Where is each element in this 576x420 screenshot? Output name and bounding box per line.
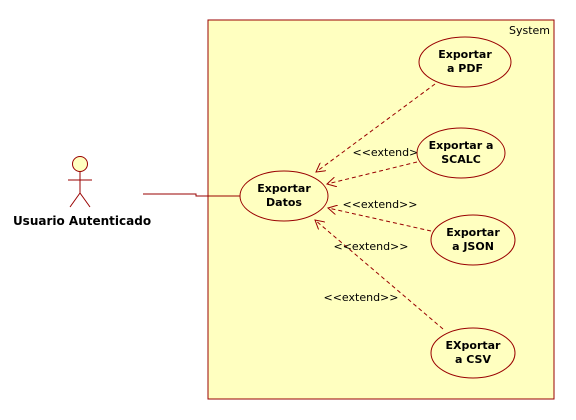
use-case-exportar-scalc[interactable]: Exportar a SCALC — [416, 127, 506, 179]
extend-label-csv-2: <<extend>> — [324, 291, 399, 304]
use-case-ellipse — [239, 170, 329, 222]
extend-arrow-json — [328, 208, 432, 232]
use-case-label-line2: SCALC — [441, 153, 481, 166]
use-case-label-line2: Datos — [266, 196, 302, 209]
actor-head — [72, 156, 88, 172]
extend-label-json: <<extend>> — [343, 198, 418, 211]
use-case-exportar-datos[interactable]: Exportar Datos — [239, 170, 329, 222]
use-case-label-line2: a CSV — [455, 353, 491, 366]
use-case-ellipse — [416, 127, 506, 179]
association-line — [143, 193, 240, 197]
use-case-ellipse — [418, 36, 512, 88]
use-case-exportar-csv[interactable]: EXportar a CSV — [430, 327, 516, 379]
use-case-ellipse — [430, 214, 516, 266]
actor-right-leg — [79, 192, 91, 208]
actor-left-leg — [69, 192, 81, 208]
use-case-label-line2: a PDF — [447, 62, 483, 75]
use-case-exportar-pdf[interactable]: Exportar a PDF — [418, 36, 512, 88]
extend-arrow-csv — [315, 220, 444, 330]
extend-arrow-scalc — [327, 161, 418, 184]
use-case-label-line1: Exportar a — [429, 139, 494, 152]
extend-label-scalc: <<extend>> — [353, 146, 428, 159]
system-title: System — [509, 24, 550, 37]
use-case-label-line1: EXportar — [446, 339, 502, 352]
actor-figure[interactable] — [68, 156, 92, 208]
use-case-label-line1: Exportar — [438, 48, 492, 61]
use-case-label-line1: Exportar — [446, 226, 500, 239]
use-case-label-line2: a JSON — [452, 240, 494, 253]
actor-name: Usuario Autenticado — [13, 214, 151, 228]
use-case-exportar-json[interactable]: Exportar a JSON — [430, 214, 516, 266]
extend-arrow-pdf — [316, 83, 436, 172]
use-case-label-line1: Exportar — [257, 182, 311, 195]
use-case-ellipse — [430, 327, 516, 379]
extend-label-csv-1: <<extend>> — [334, 240, 409, 253]
